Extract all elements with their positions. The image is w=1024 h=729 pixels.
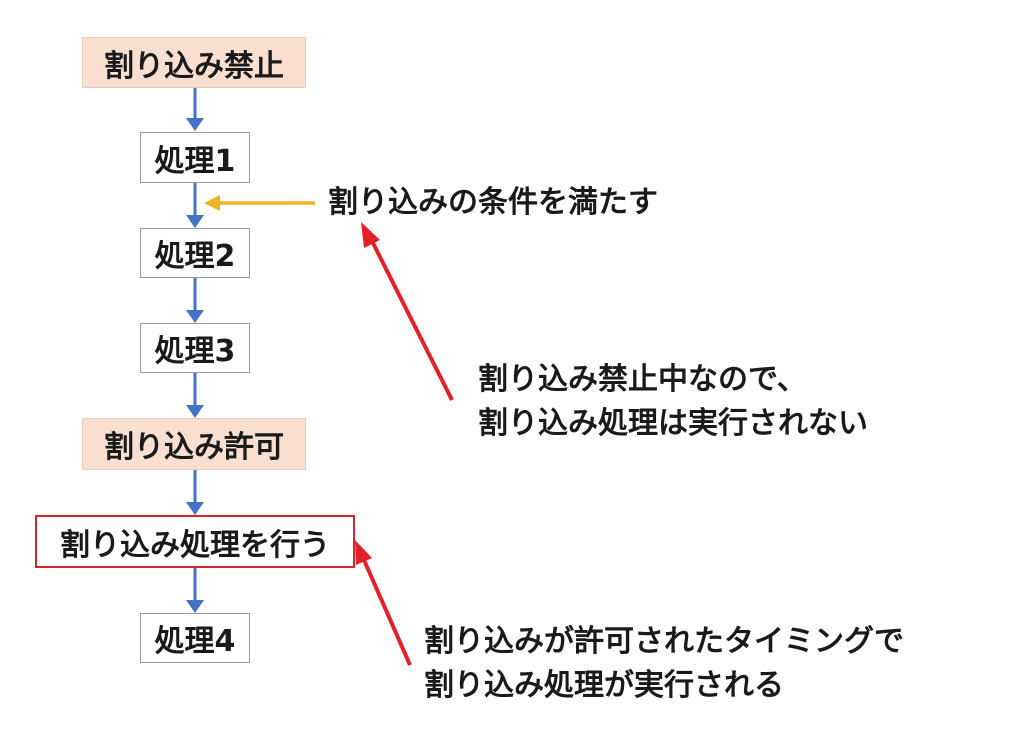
annotation-line-1: 割り込み禁止中なので、 <box>478 362 807 397</box>
node-process-2: 処理2 <box>140 228 250 278</box>
node-label: 処理3 <box>154 334 236 369</box>
annotation-interrupt-blocked: 割り込み禁止中なので、 割り込み処理は実行されない <box>478 358 868 446</box>
annotation-line-2: 割り込み処理は実行されない <box>478 406 868 441</box>
node-interrupt-enable: 割り込み許可 <box>82 418 306 470</box>
flow-arrowhead-3 <box>186 310 204 323</box>
node-label: 処理4 <box>154 624 236 659</box>
condition-arrow <box>204 195 315 211</box>
callout-arrow-executed <box>355 540 412 666</box>
node-label: 割り込み処理を行う <box>60 527 330 563</box>
node-run-interrupt-handler: 割り込み処理を行う <box>35 515 355 568</box>
node-process-1: 処理1 <box>140 132 250 183</box>
flow-arrowhead-1 <box>186 118 204 131</box>
annotation-line-1: 割り込みが許可されたタイミングで <box>424 624 904 659</box>
flow-arrows <box>186 88 204 613</box>
node-label: 割り込み禁止 <box>104 48 284 84</box>
node-label: 割り込み許可 <box>104 430 284 465</box>
flow-arrowhead-6 <box>186 600 204 613</box>
node-process-3: 処理3 <box>140 323 250 373</box>
node-process-4: 処理4 <box>140 613 250 663</box>
node-label: 処理1 <box>154 143 236 179</box>
callout-arrow-blocked <box>361 222 454 401</box>
flow-arrowhead-4 <box>186 405 204 418</box>
annotation-interrupt-executed: 割り込みが許可されたタイミングで 割り込み処理が実行される <box>424 620 904 708</box>
flow-arrowhead-5 <box>186 502 204 515</box>
annotation-text: 割り込みの条件を満たす <box>328 185 658 220</box>
node-interrupt-disable: 割り込み禁止 <box>82 37 306 88</box>
annotation-line-2: 割り込み処理が実行される <box>424 668 784 703</box>
annotation-condition-met: 割り込みの条件を満たす <box>328 181 658 225</box>
flow-arrowhead-2 <box>186 215 204 228</box>
node-label: 処理2 <box>154 239 236 274</box>
